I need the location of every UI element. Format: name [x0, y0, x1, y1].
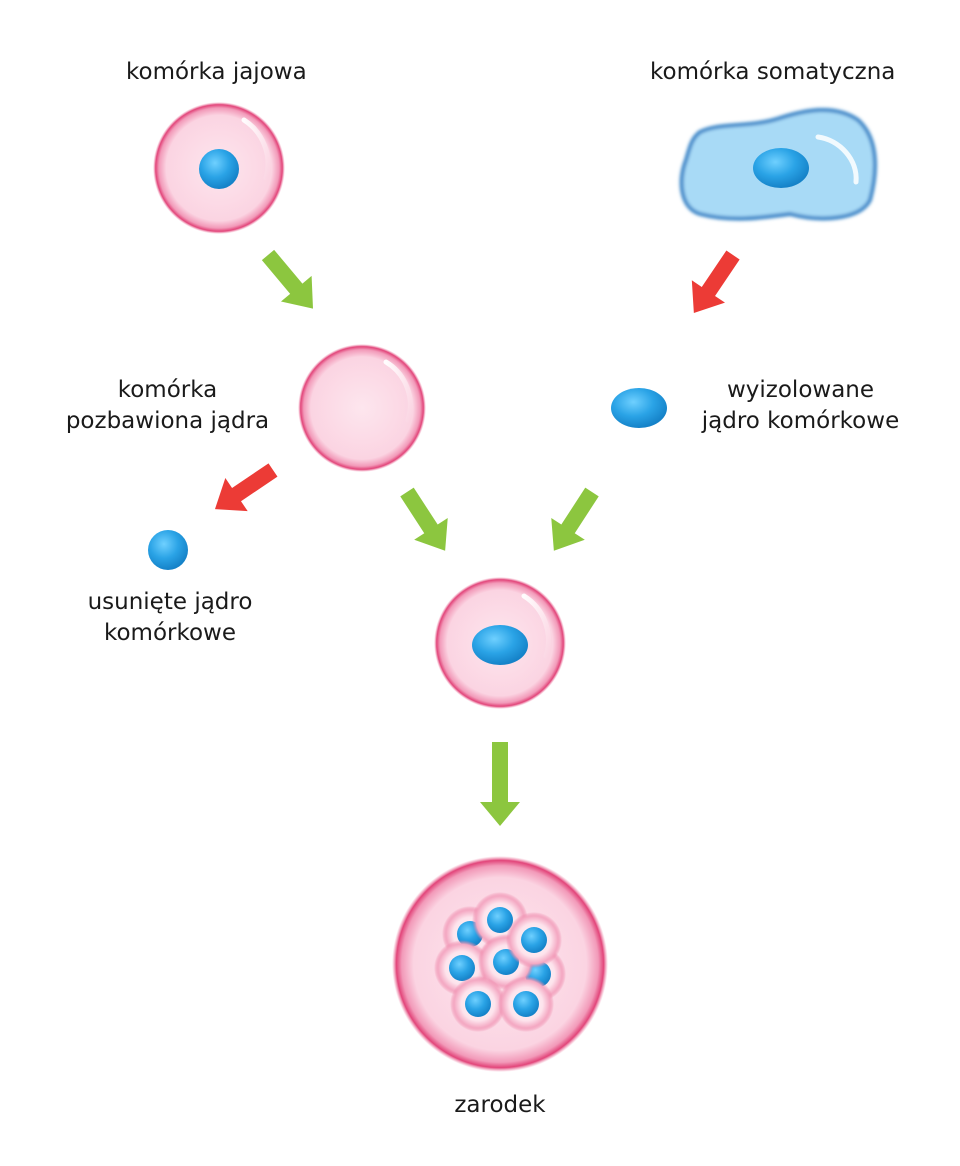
highlight-shine	[521, 593, 551, 659]
highlight-shine	[241, 117, 271, 181]
arrow-green-enucleated-to-reconstructed	[400, 487, 448, 551]
arrow-red-enucleation	[214, 463, 278, 512]
nucleus	[753, 148, 809, 188]
arrow-green-egg-to-enucleated	[261, 249, 313, 309]
label-somatic-cell: komórka somatyczna	[650, 59, 896, 85]
removed-nucleus	[148, 530, 188, 570]
arrow-green-reconstructed-to-embryo	[480, 742, 520, 826]
arrow-red-somatic-to-nucleus	[691, 250, 740, 314]
nucleus	[199, 149, 239, 189]
label-egg-cell: komórka jajowa	[126, 59, 307, 85]
label-embryo: zarodek	[454, 1092, 546, 1118]
blastomere	[498, 976, 554, 1032]
isolated-nucleus	[611, 388, 667, 428]
label-isolated-nucleus: wyizolowane jądro komórkowe	[701, 377, 900, 434]
label-enucleated-cell: komórka pozbawiona jądra	[65, 377, 270, 434]
blastomere	[450, 976, 506, 1032]
reconstructed-cell	[434, 577, 566, 709]
somatic-cell	[679, 108, 877, 221]
arrow-green-nucleus-to-reconstructed	[551, 487, 599, 551]
nucleus	[472, 625, 528, 665]
enucleated-cell	[298, 344, 426, 472]
blastomere	[506, 912, 562, 968]
egg-cell	[153, 102, 285, 234]
label-removed-nucleus: usunięte jądro komórkowe	[87, 589, 253, 646]
highlight-shine	[815, 134, 859, 185]
embryo	[392, 856, 608, 1072]
embryo-cell-cluster	[434, 892, 566, 1032]
highlight-shine	[383, 359, 413, 423]
